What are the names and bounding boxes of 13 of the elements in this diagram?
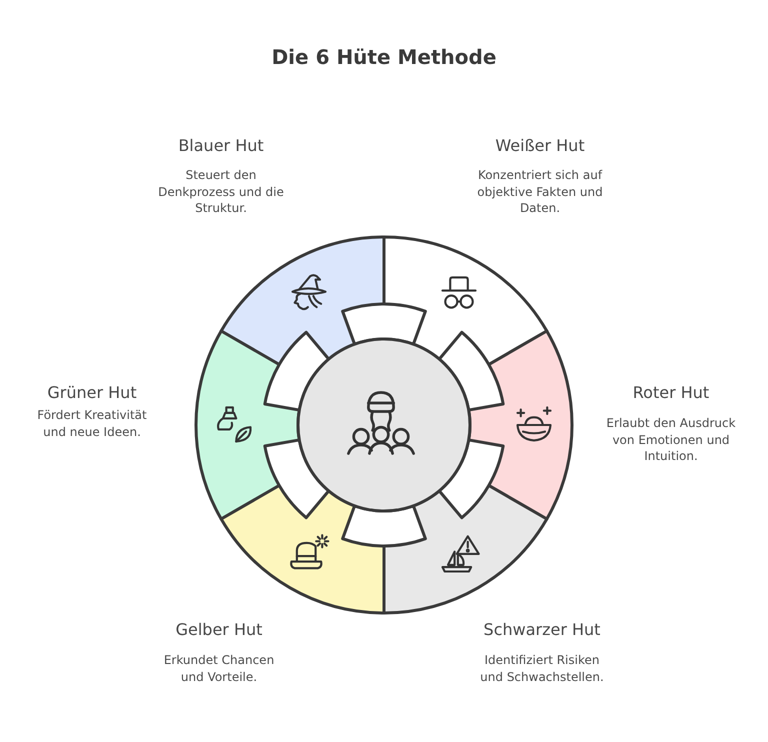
segment-heading: Schwarzer Hut (484, 619, 600, 641)
segment-heading: Grüner Hut (47, 382, 137, 404)
segment-description: Steuert den Denkprozess und die Struktur. (157, 167, 285, 216)
segment-description: Identifiziert Risiken und Schwachstellen. (479, 652, 605, 685)
segment-description: Konzentriert sich auf objektive Fakten und Daten. (476, 167, 604, 216)
segment-description: Erkundet Chancen und Vorteile. (162, 652, 276, 685)
segment-description: Erlaubt den Ausdruck von Emotionen und Intuition. (605, 415, 737, 464)
segment-heading: Roter Hut (632, 382, 710, 404)
segment-heading: Gelber Hut (176, 619, 262, 641)
segment-heading: Blauer Hut (178, 135, 264, 157)
diagram-title: Die 6 Hüte Methode (270, 45, 498, 69)
segment-heading: Weißer Hut (495, 135, 585, 157)
segment-description: Fördert Kreativität und neue Ideen. (36, 407, 148, 440)
